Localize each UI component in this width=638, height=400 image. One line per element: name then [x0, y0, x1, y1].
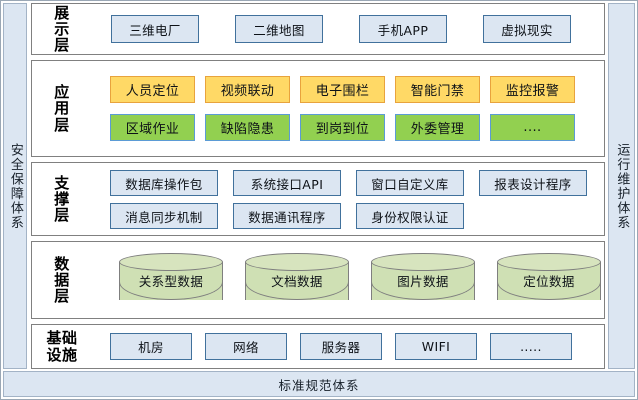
layer-data-body: 关系型数据 文档数据 图片数据 定位数据: [92, 242, 604, 318]
cylinder-top: [371, 253, 475, 271]
bottom-bar-standard-system: 标准规范体系: [3, 371, 635, 397]
node-infra-wifi[interactable]: WIFI: [395, 333, 477, 360]
layer-application-label-char-1: 应: [54, 83, 70, 102]
node-data-document-db-label: 文档数据: [271, 273, 323, 289]
layer-infrastructure-label: 基础 设施: [32, 329, 92, 364]
node-support-message-sync-mechanism[interactable]: 消息同步机制: [110, 203, 218, 229]
layer-support-label-char-3: 层: [54, 206, 70, 225]
layer-display: 展 示 层 三维电厂 二维地图 手机APP 虚拟现实: [31, 3, 605, 55]
layer-infrastructure-label-line-1: 基础: [46, 329, 78, 348]
layer-data-label-char-2: 据: [54, 270, 70, 289]
node-app-outsourcing-management[interactable]: 外委管理: [395, 114, 480, 141]
node-app-defect-hazard[interactable]: 缺陷隐患: [205, 114, 290, 141]
pillar-right-label: 运行维护体系: [614, 142, 630, 230]
node-display-2d-map[interactable]: 二维地图: [235, 15, 323, 43]
layer-display-label-char-1: 展: [54, 3, 70, 22]
node-app-electronic-fence[interactable]: 电子围栏: [300, 76, 385, 103]
node-app-on-post-on-time[interactable]: 到岗到位: [300, 114, 385, 141]
layer-data-label-char-3: 层: [54, 287, 70, 306]
pillar-left-label: 安全保障体系: [7, 142, 23, 230]
node-data-relational-db-label: 关系型数据: [138, 273, 204, 289]
layer-display-label-char-2: 示: [54, 19, 70, 38]
cylinder-top: [245, 253, 349, 271]
node-support-window-custom-library[interactable]: 窗口自定义库: [356, 170, 464, 196]
node-support-data-comm-program[interactable]: 数据通讯程序: [233, 203, 341, 229]
node-support-db-operation-pack[interactable]: 数据库操作包: [110, 170, 218, 196]
layer-display-label: 展 示 层: [32, 5, 92, 54]
node-app-smart-access-control[interactable]: 智能门禁: [395, 76, 480, 103]
layer-application-label: 应 用 层: [32, 84, 92, 133]
node-data-image-db[interactable]: 图片数据: [371, 253, 475, 307]
node-app-area-operation[interactable]: 区域作业: [110, 114, 195, 141]
layer-infrastructure-label-line-2: 设施: [46, 345, 78, 364]
layer-infrastructure: 基础 设施 机房 网络 服务器 WIFI .....: [31, 324, 605, 369]
layer-support-label-char-2: 撑: [54, 189, 70, 208]
node-app-monitoring-alarm[interactable]: 监控报警: [490, 76, 575, 103]
node-data-document-db[interactable]: 文档数据: [245, 253, 349, 307]
node-support-system-interface-api[interactable]: 系统接口API: [233, 170, 341, 196]
layer-application: 应 用 层 人员定位 视频联动 电子围栏 智能门禁 监控报警 区域作业 缺陷隐患…: [31, 60, 605, 157]
node-infra-server[interactable]: 服务器: [300, 333, 382, 360]
layer-data-label-char-1: 数: [54, 254, 70, 273]
layer-display-label-char-3: 层: [54, 36, 70, 55]
node-data-location-db[interactable]: 定位数据: [497, 253, 601, 307]
layer-infrastructure-body: 机房 网络 服务器 WIFI .....: [92, 325, 604, 368]
node-data-image-db-label: 图片数据: [397, 273, 449, 289]
node-app-personnel-positioning[interactable]: 人员定位: [110, 76, 195, 103]
layer-application-label-char-3: 层: [54, 115, 70, 134]
layer-data: 数 据 层 关系型数据 文档数据 图片数据: [31, 241, 605, 319]
layer-application-body: 人员定位 视频联动 电子围栏 智能门禁 监控报警 区域作业 缺陷隐患 到岗到位 …: [92, 61, 604, 156]
bottom-bar-label: 标准规范体系: [278, 377, 360, 393]
node-infra-more[interactable]: .....: [490, 333, 572, 360]
node-display-virtual-reality[interactable]: 虚拟现实: [483, 15, 571, 43]
cylinder-top: [119, 253, 223, 271]
layer-data-label: 数 据 层: [32, 256, 92, 305]
node-app-video-linkage[interactable]: 视频联动: [205, 76, 290, 103]
node-data-location-db-label: 定位数据: [523, 273, 575, 289]
node-display-mobile-app[interactable]: 手机APP: [359, 15, 447, 43]
pillar-operation-maintenance: 运行维护体系: [608, 3, 635, 369]
node-app-more[interactable]: ....: [490, 114, 575, 141]
node-data-relational-db[interactable]: 关系型数据: [119, 253, 223, 307]
layer-support-body: 数据库操作包 系统接口API 窗口自定义库 报表设计程序 消息同步机制 数据通讯…: [92, 163, 604, 235]
layer-support-label-char-1: 支: [54, 173, 70, 192]
layer-display-body: 三维电厂 二维地图 手机APP 虚拟现实: [92, 4, 604, 54]
pillar-security-assurance: 安全保障体系: [3, 3, 27, 369]
node-support-report-design-program[interactable]: 报表设计程序: [479, 170, 587, 196]
node-support-identity-authorization[interactable]: 身份权限认证: [356, 203, 464, 229]
cylinder-top: [497, 253, 601, 271]
layer-support-label: 支 撑 层: [32, 175, 92, 224]
node-display-3d-plant[interactable]: 三维电厂: [111, 15, 199, 43]
node-infra-computer-room[interactable]: 机房: [110, 333, 192, 360]
node-infra-network[interactable]: 网络: [205, 333, 287, 360]
layer-application-label-char-2: 用: [54, 99, 70, 118]
layer-support: 支 撑 层 数据库操作包 系统接口API 窗口自定义库 报表设计程序 消息同步机…: [31, 162, 605, 236]
